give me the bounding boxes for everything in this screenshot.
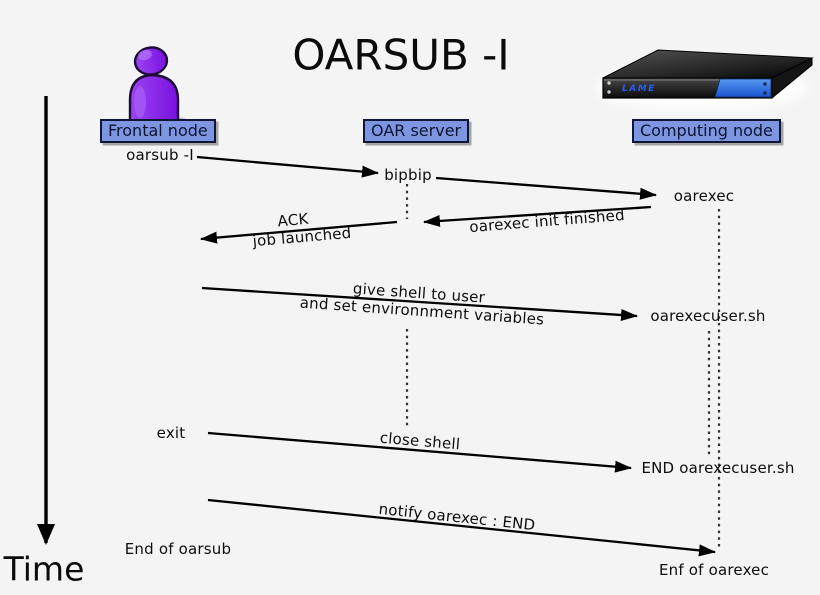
server-front-highlight: [604, 79, 771, 81]
time-axis-label: Time: [3, 549, 85, 589]
server-blue-panel: [714, 78, 772, 98]
user-head: [133, 46, 169, 76]
server-brand-label: LAME: [622, 84, 656, 94]
arrow-oarsub-to-bipbip: [196, 155, 379, 178]
label-bipbip: bipbip: [384, 166, 432, 184]
label-oarexec: oarexec: [673, 187, 735, 205]
server-screw: [763, 82, 767, 86]
label-oarsub: oarsub -I: [126, 146, 194, 164]
server-screw: [607, 90, 611, 94]
arrow-close-shell: [207, 431, 632, 473]
node-box-frontal: Frontal node: [100, 119, 216, 143]
node-box-oar-server: OAR server: [363, 119, 470, 143]
user-body-highlight: [134, 86, 146, 118]
user-head-highlight: [138, 49, 152, 61]
label-end-oarexecuser: END oarexecuser.sh: [641, 459, 795, 477]
label-exit: exit: [156, 424, 186, 442]
arrow-notify-end: [207, 498, 716, 557]
page-title: OARSUB -I: [292, 30, 510, 80]
server-screw: [607, 81, 611, 85]
label-oarexecuser: oarexecuser.sh: [650, 307, 766, 325]
arrow-bipbip-to-oarexec: [435, 176, 657, 200]
label-end-of-oarsub: End of oarsub: [124, 540, 232, 558]
arrow-oarexec-init-finished: [423, 205, 652, 227]
arrow-give-shell: [201, 286, 638, 321]
node-box-computing: Computing node: [632, 119, 781, 143]
server-screw: [763, 91, 767, 95]
server-icon: LAME: [595, 49, 814, 111]
label-enf-of-oarexec: Enf of oarexec: [658, 561, 770, 579]
arrow-ack-job-launched: [200, 220, 398, 244]
user-icon: [128, 46, 188, 127]
